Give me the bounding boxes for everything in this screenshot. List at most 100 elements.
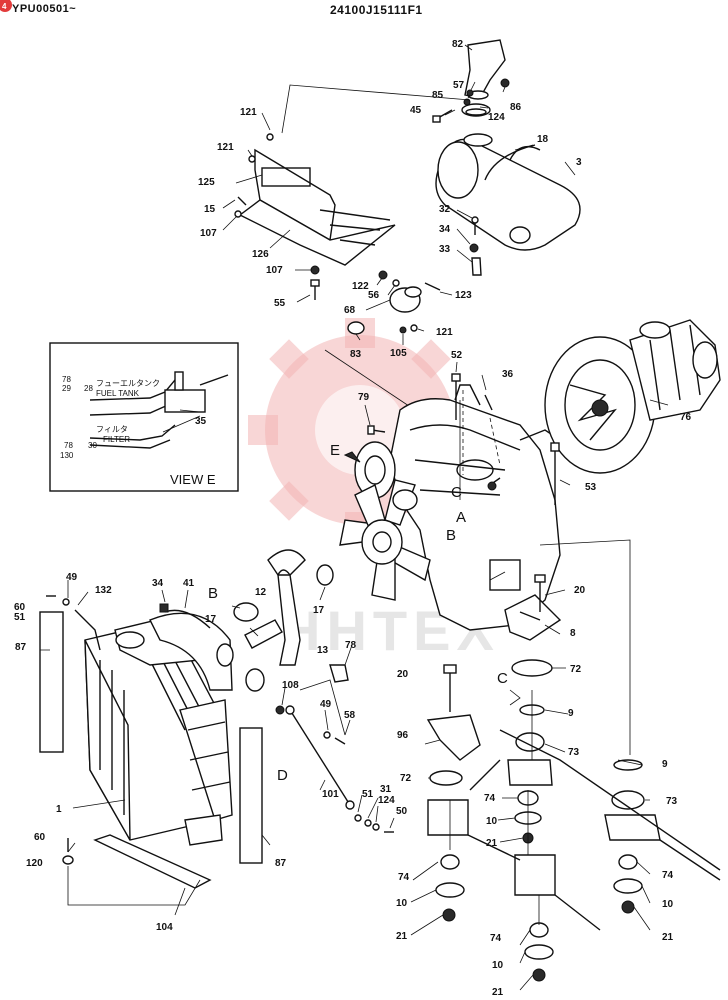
frame-block-center [507, 759, 553, 786]
washer-31 [364, 819, 372, 827]
svg-text:53: 53 [585, 482, 597, 493]
nut-21b [442, 908, 456, 922]
svg-text:55: 55 [274, 298, 286, 309]
svg-text:123: 123 [455, 290, 472, 301]
mount-72a [511, 659, 553, 677]
svg-text:87: 87 [275, 858, 287, 869]
callout-labels: 82 57 85 86 124 45 18 3 121 121 125 15 1… [14, 39, 692, 998]
svg-text:20: 20 [397, 669, 409, 680]
svg-text:30: 30 [88, 441, 97, 450]
view-letter-c: C [451, 484, 462, 501]
view-letter-d: D [277, 767, 288, 784]
svg-text:10: 10 [486, 816, 498, 827]
clamp-17a [316, 564, 334, 586]
svg-text:29: 29 [62, 384, 71, 393]
svg-text:60: 60 [14, 602, 26, 613]
svg-text:58: 58 [344, 710, 356, 721]
svg-text:4: 4 [2, 2, 7, 11]
nut-51 [354, 814, 362, 822]
radiator-drain [184, 814, 223, 846]
svg-text:72: 72 [570, 664, 582, 675]
washer-10d [524, 944, 554, 960]
svg-text:86: 86 [510, 102, 522, 113]
svg-text:107: 107 [266, 265, 283, 276]
washer-107b [310, 265, 320, 275]
svg-text:9: 9 [568, 708, 574, 719]
serial-number: YPU00501~ [12, 3, 77, 15]
svg-text:17: 17 [313, 605, 325, 616]
upper-hose [267, 549, 306, 666]
svg-text:82: 82 [452, 39, 464, 50]
svg-text:10: 10 [662, 899, 674, 910]
svg-text:73: 73 [568, 747, 580, 758]
bush-74d [529, 922, 549, 938]
engine-block [389, 384, 561, 631]
stay-104 [93, 834, 212, 889]
shroud [149, 612, 233, 691]
gasket-83 [347, 321, 365, 335]
svg-text:49: 49 [320, 699, 332, 710]
svg-text:96: 96 [397, 730, 409, 741]
clip-34 [159, 603, 169, 613]
hose-clamp-68 [389, 286, 422, 313]
svg-text:76: 76 [680, 412, 692, 423]
svg-text:32: 32 [439, 204, 451, 215]
svg-text:51: 51 [14, 612, 26, 623]
svg-text:126: 126 [252, 249, 269, 260]
mount-bracket-96 [426, 714, 481, 761]
svg-text:50: 50 [396, 806, 408, 817]
nut-21c [621, 900, 635, 914]
svg-text:34: 34 [439, 224, 451, 235]
svg-text:74: 74 [662, 870, 674, 881]
svg-text:フューエルタンク: フューエルタンク [96, 379, 160, 388]
bolt-121b [248, 155, 256, 163]
svg-text:108: 108 [282, 680, 299, 691]
muffler-body [435, 133, 581, 251]
svg-text:72: 72 [400, 773, 412, 784]
washer-124 [372, 823, 380, 831]
svg-text:1: 1 [56, 804, 62, 815]
svg-text:73: 73 [666, 796, 678, 807]
exhaust-elbow [464, 39, 506, 100]
svg-text:79: 79 [358, 392, 370, 403]
hose-12-pipe [244, 619, 283, 649]
svg-text:60: 60 [34, 832, 46, 843]
svg-text:21: 21 [396, 931, 408, 942]
frame-block-right [604, 814, 661, 841]
view-letter-a: A [456, 509, 466, 526]
svg-text:FUEL TANK: FUEL TANK [96, 389, 140, 398]
washer-10c [613, 878, 643, 894]
svg-text:121: 121 [217, 142, 234, 153]
view-letter-b2: B [208, 585, 218, 602]
svg-text:78: 78 [62, 375, 71, 384]
washer-49a [62, 598, 70, 606]
svg-text:21: 21 [486, 838, 498, 849]
view-letter-b: B [446, 527, 456, 544]
muffler-clamp [461, 103, 491, 117]
drawing-number: 24100J15111F1 [330, 3, 423, 17]
svg-text:41: 41 [183, 578, 195, 589]
svg-text:10: 10 [396, 898, 408, 909]
engine-cover [238, 148, 396, 266]
nut-34 [469, 243, 479, 253]
nut-122 [378, 270, 388, 280]
washer-9b [613, 759, 643, 771]
washer-107a [234, 210, 242, 218]
view-e-arrow [343, 451, 361, 463]
engine-mount-bracket [504, 594, 562, 641]
svg-text:68: 68 [344, 305, 356, 316]
svg-text:フィルタ: フィルタ [96, 425, 128, 434]
mount-73b [611, 790, 645, 810]
svg-text:104: 104 [156, 922, 173, 933]
view-letter-c2: C [497, 670, 508, 687]
bolt-58 [334, 737, 346, 745]
svg-text:20: 20 [574, 585, 586, 596]
rod-101 [289, 709, 351, 806]
svg-text:78: 78 [345, 640, 357, 651]
bolt-121a [266, 133, 274, 141]
pulley-b [392, 489, 418, 511]
nut-108 [275, 705, 285, 715]
svg-text:124: 124 [378, 795, 395, 806]
view-e-inset: 78 29 28 フューエルタンク FUEL TANK 35 フィルタ FILT… [49, 342, 239, 492]
